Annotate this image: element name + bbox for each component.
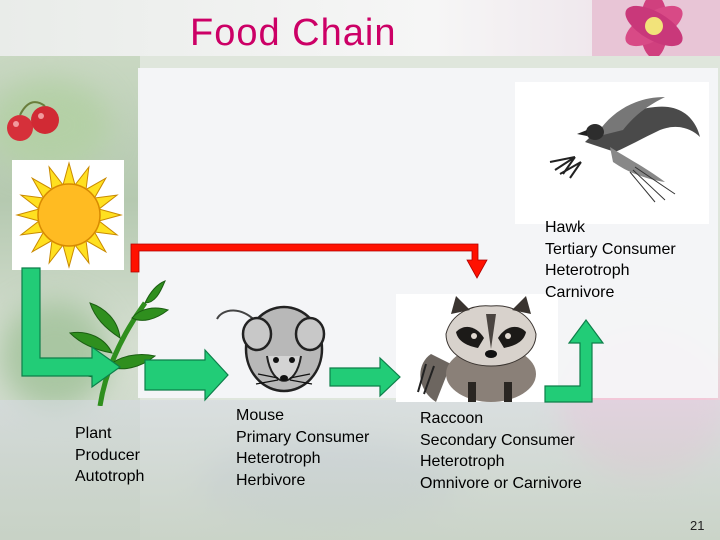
plant-label: Plant Producer Autotroph <box>75 423 144 488</box>
raccoon-icon <box>417 296 537 402</box>
raccoon-label-line: Raccoon <box>420 410 484 427</box>
sun-icon <box>15 161 123 269</box>
hawk-label-line: Tertiary Consumer <box>545 240 676 258</box>
hawk-image-box <box>515 82 709 224</box>
slide-title: Food Chain <box>190 12 397 54</box>
hawk-label-line: Hawk <box>545 219 586 236</box>
plant-label-line: Producer <box>75 446 140 464</box>
berries-photo-icon <box>7 101 59 141</box>
mouse-label: Mouse Primary Consumer Heterotroph Herbi… <box>236 405 369 491</box>
mouse-label-line: Heterotroph <box>236 450 321 467</box>
raccoon-label-line: Omnivore or Carnivore <box>420 474 582 492</box>
page-number: 21 <box>690 518 705 533</box>
mouse-label-line: Primary Consumer <box>236 428 370 446</box>
hawk-icon <box>549 97 700 203</box>
flower-photo-icon <box>592 0 720 56</box>
raccoon-label-line: Heterotroph <box>420 453 505 470</box>
plant-label-line: Plant <box>75 425 112 442</box>
raccoon-image-box <box>396 294 558 402</box>
mouse-label-line: Herbivore <box>236 471 306 489</box>
hawk-label-line: Heterotroph <box>545 262 630 279</box>
background-bottom-strip <box>0 400 720 540</box>
plant-label-line: Autotroph <box>75 468 145 485</box>
hawk-label-line: Carnivore <box>545 283 615 301</box>
plant-icon <box>63 280 170 406</box>
raccoon-label-line: Secondary Consumer <box>420 431 575 449</box>
hawk-label: Hawk Tertiary Consumer Heterotroph Carni… <box>545 217 676 303</box>
raccoon-label: Raccoon Secondary Consumer Heterotroph O… <box>420 408 582 494</box>
mouse-icon <box>216 305 326 393</box>
sun-image-box <box>12 160 124 270</box>
mouse-label-line: Mouse <box>236 407 285 424</box>
